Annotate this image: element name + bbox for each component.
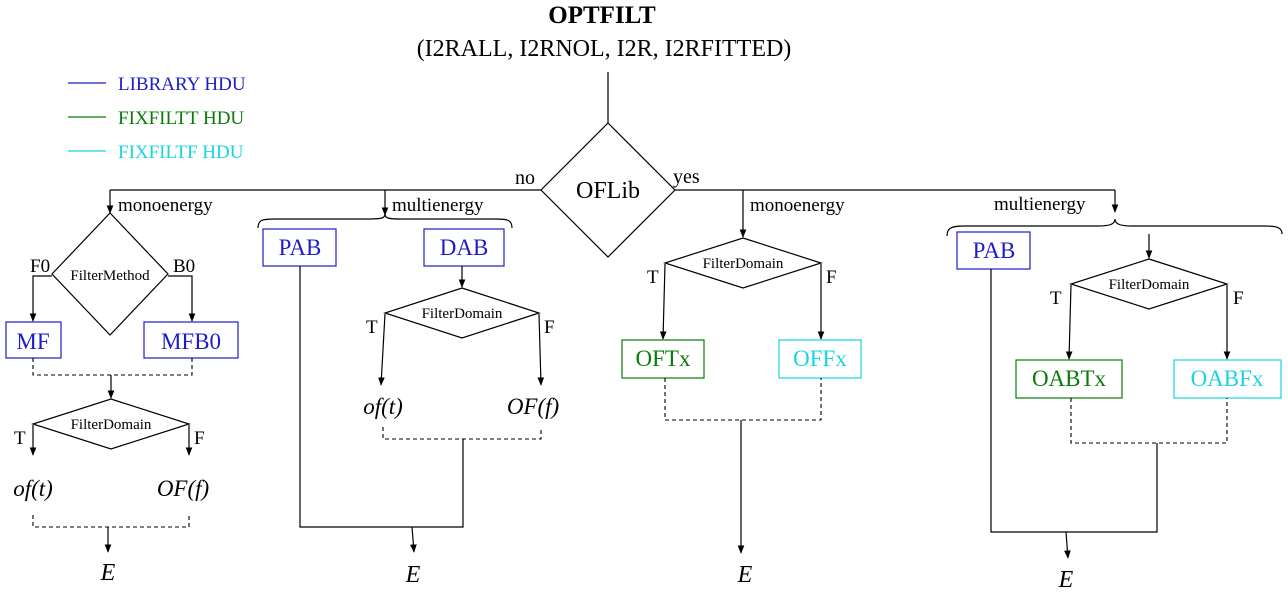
- filterdomain-t-label-3: T: [647, 267, 659, 288]
- filterdomain-t-label-2: T: [366, 317, 378, 338]
- yes-mono-label: monoenergy: [750, 195, 845, 216]
- legend: LIBRARY HDU FIXFILTT HDU FIXFILTF HDU: [68, 74, 246, 163]
- time-output-2: of(t): [363, 394, 403, 419]
- arrow-to-oabtx: [1065, 284, 1073, 360]
- time-output-1: of(t): [13, 476, 53, 501]
- dab-box: [423, 228, 505, 267]
- merge-oabtx-oabfx: [1070, 398, 1228, 444]
- filtermethod-label: FilterMethod: [70, 268, 150, 284]
- filterdomain-label-3: FilterDomain: [703, 256, 784, 272]
- filterdomain-decision-2: [383, 287, 541, 339]
- legend-label-fixfiltf: FIXFILTF HDU: [118, 142, 244, 163]
- arrow-to-end-2: [410, 526, 417, 553]
- arrow-to-mfb0: [168, 275, 196, 322]
- filterdomain-f-label-4: F: [1233, 288, 1244, 309]
- freq-output-2: OF(f): [507, 394, 559, 419]
- pab-box-2: [956, 231, 1031, 270]
- filterdomain-f-label-3: F: [826, 267, 837, 288]
- offx-box-label: OFFx: [793, 346, 847, 371]
- no-multi-brace: [257, 213, 513, 229]
- filtermethod-f0-label: F0: [30, 256, 50, 277]
- mfb0-box-label: MFB0: [161, 329, 221, 354]
- filterdomain-label-1: FilterDomain: [71, 417, 152, 433]
- merge-outputs-2: [382, 427, 542, 440]
- filterdomain-f-label-1: F: [194, 428, 205, 449]
- arrow-to-mf: [29, 275, 52, 322]
- end-2: E: [405, 562, 421, 588]
- oabfx-box-label: OABFx: [1191, 366, 1264, 391]
- diagram-arguments: (I2RALL, I2RNOL, I2R, I2RFITTED): [417, 36, 792, 62]
- oftx-box: [621, 339, 705, 379]
- oftx-box-label: OFTx: [636, 346, 691, 371]
- oflib-no-label: no: [515, 167, 535, 189]
- pab-box-label-2: PAB: [973, 238, 1016, 263]
- oflib-yes-label: yes: [673, 166, 700, 188]
- filterdomain-decision-1: [31, 398, 191, 450]
- pab-box-1: [262, 228, 337, 267]
- merge-oftx-offx: [664, 378, 822, 421]
- pab-return-line-1: [299, 266, 464, 528]
- filterdomain-decision-4: [1069, 258, 1229, 310]
- merge-mf-mfb0: [32, 358, 193, 376]
- end-1: E: [100, 560, 116, 586]
- yes-multi-label: multienergy: [994, 194, 1086, 215]
- branch-no-monoenergy: monoenergy FilterMethod F0 B0 MF MFB0 Fi…: [5, 190, 239, 586]
- end-3: E: [737, 562, 753, 588]
- pab-return-line-2: [990, 269, 1158, 533]
- branch-no-multienergy: multienergy PAB DAB FilterDomain T F of(…: [257, 190, 559, 588]
- arrow-to-end-4: [1064, 531, 1071, 559]
- filtermethod-b0-label: B0: [173, 256, 195, 277]
- legend-label-library: LIBRARY HDU: [118, 74, 246, 95]
- end-4: E: [1058, 567, 1074, 593]
- no-mono-label: monoenergy: [118, 195, 213, 216]
- filterdomain-f-label-2: F: [544, 317, 555, 338]
- filterdomain-t-label-1: T: [14, 428, 26, 449]
- branch-yes-monoenergy: monoenergy FilterDomain T F OFTx OFFx E: [621, 190, 862, 588]
- freq-output-1: OF(f): [157, 476, 209, 501]
- arrow-to-off-2: [537, 313, 545, 386]
- diagram-title: OPTFILT: [548, 2, 656, 29]
- filterdomain-t-label-4: T: [1050, 288, 1062, 309]
- legend-label-fixfiltt: FIXFILTT HDU: [118, 108, 244, 129]
- filtermethod-decision: [51, 212, 169, 336]
- oabtx-box: [1015, 359, 1123, 399]
- no-multi-label: multienergy: [392, 195, 484, 216]
- filterdomain-label-2: FilterDomain: [422, 306, 503, 322]
- arrow-to-oft-2: [378, 313, 386, 386]
- merge-outputs-1: [32, 515, 190, 528]
- oflib-decision: [540, 122, 676, 258]
- filterdomain-decision-3: [663, 237, 823, 289]
- branch-yes-multienergy: multienergy PAB FilterDomain T F OABTx O…: [946, 190, 1283, 593]
- mfb0-box: [143, 321, 239, 359]
- dab-box-label: DAB: [440, 235, 489, 260]
- pab-box-label-1: PAB: [279, 235, 322, 260]
- oabfx-box: [1173, 359, 1282, 399]
- arrow-to-oftx: [659, 263, 667, 340]
- oflib-decision-label: OFLib: [576, 178, 640, 204]
- oabtx-box-label: OABTx: [1032, 366, 1107, 391]
- filterdomain-label-4: FilterDomain: [1109, 277, 1190, 293]
- mf-box-label: MF: [16, 329, 49, 354]
- yes-multi-brace: [946, 218, 1283, 237]
- offx-box: [778, 339, 862, 379]
